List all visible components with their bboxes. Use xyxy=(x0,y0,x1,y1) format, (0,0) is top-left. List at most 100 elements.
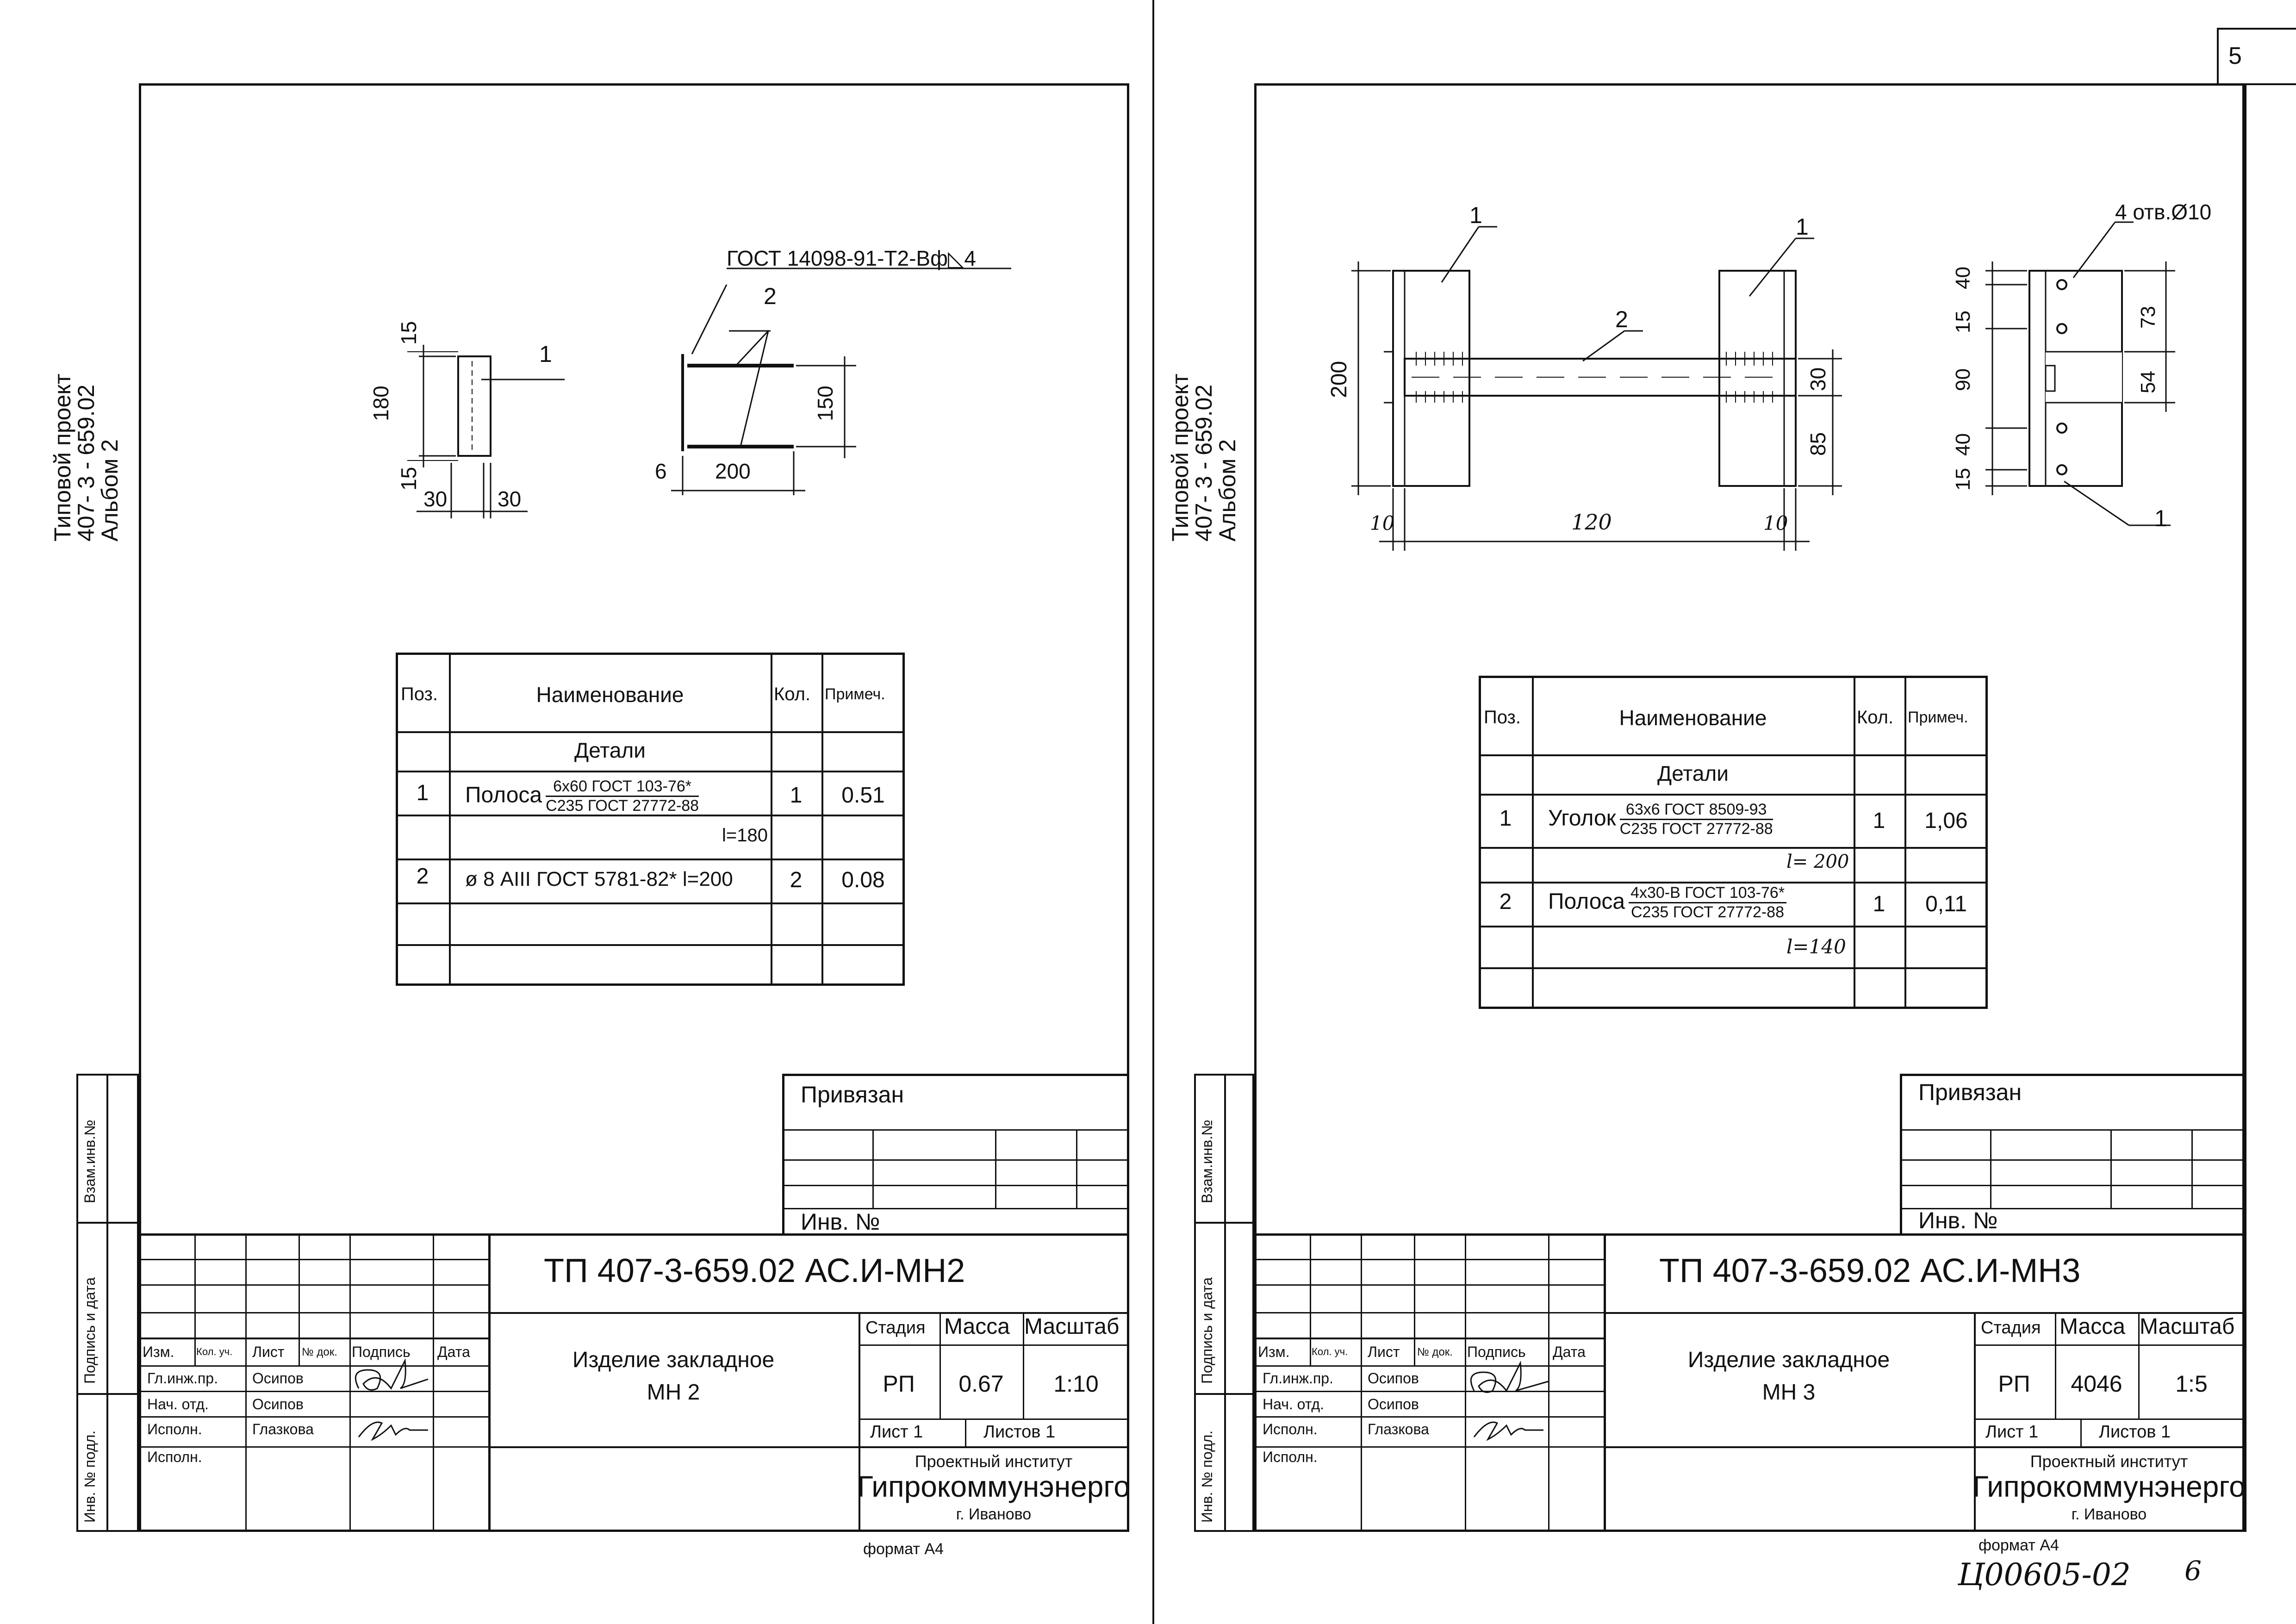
right-org-line1: Проектный институт xyxy=(2030,1452,2188,1471)
tb-col-data: Дата xyxy=(1553,1344,1586,1360)
right-pos-label-1c: 1 xyxy=(2154,505,2167,531)
right-mass-h: Масса xyxy=(2060,1314,2125,1339)
left-dim-30a: 30 xyxy=(423,487,448,511)
spec-header-name: Наименование xyxy=(536,683,684,707)
right-pos-label-2: 2 xyxy=(1615,306,1628,332)
right-org-line2: Гипрокоммунэнерго xyxy=(1972,1470,2246,1503)
right-product-line1: Изделие закладное xyxy=(1687,1348,1890,1372)
right-mass: 4046 xyxy=(2071,1371,2122,1397)
right-pos-label-1a: 1 xyxy=(1469,202,1482,228)
tb-role-1: Гл.инж.пр. xyxy=(1263,1370,1333,1387)
right-strip-bar xyxy=(1404,358,1797,397)
left-org-line3: г. Иваново xyxy=(956,1506,1032,1523)
right-stamp-sep2 xyxy=(1194,1393,1254,1395)
right-sheet: Лист 1 xyxy=(1985,1422,2039,1442)
left-dim-30b: 30 xyxy=(498,487,522,511)
left-stage-h: Стадия xyxy=(865,1318,926,1338)
weld-triangle-icon: ◺ xyxy=(947,246,964,270)
right-dim-10a: 10 xyxy=(1370,512,1395,535)
right-sheets: Листов 1 xyxy=(2099,1422,2171,1442)
spec-row1-pos: 1 xyxy=(416,781,429,805)
left-product-line2: МН 2 xyxy=(647,1380,700,1405)
spec-row2-note: 0.08 xyxy=(841,868,885,892)
right-scale-h: Масштаб xyxy=(2140,1314,2235,1339)
spec-header-qty: Кол. xyxy=(774,684,811,704)
tb-col-list: Лист xyxy=(252,1344,285,1360)
tb-name-3: Глазкова xyxy=(1368,1421,1429,1437)
left-stamp-sep2 xyxy=(76,1393,139,1395)
spec-header-pos: Поз. xyxy=(1484,707,1521,728)
right-dim-10b: 10 xyxy=(1763,512,1788,535)
tb-role-3: Исполн. xyxy=(147,1421,202,1437)
spec-row1-length: l=180 xyxy=(722,825,768,846)
left-frame xyxy=(139,83,1129,1532)
spec-header-pos: Поз. xyxy=(401,684,438,704)
tb-name-3: Глазкова xyxy=(252,1421,314,1437)
left-doc-code: ТП 407-3-659.02 АС.И-МН2 xyxy=(544,1252,965,1289)
spec-row2-note: 0,11 xyxy=(1925,892,1967,916)
tb-name-2: Осипов xyxy=(252,1396,304,1412)
tb-role-2: Нач. отд. xyxy=(147,1396,209,1412)
left-sheets: Листов 1 xyxy=(983,1422,1056,1442)
spec-row1-qty: 1 xyxy=(1873,809,1885,833)
right-scale: 1:5 xyxy=(2175,1371,2208,1397)
spec-row2-name: ø 8 АIII ГОСТ 5781-82* l=200 xyxy=(465,868,733,890)
tb-col-podpis: Подпись xyxy=(352,1344,411,1360)
spec-row1-note: 1,06 xyxy=(1924,809,1968,833)
left-mass: 0.67 xyxy=(958,1371,1004,1397)
right-stage-h: Стадия xyxy=(1981,1318,2041,1338)
spec-row2-pos: 2 xyxy=(416,864,429,889)
right-stamp-divider xyxy=(1224,1074,1226,1532)
tb-role-4: Исполн. xyxy=(1263,1449,1318,1465)
tb-col-doc: № док. xyxy=(302,1346,337,1358)
tb-role-3: Исполн. xyxy=(1263,1421,1318,1437)
spec-header-name: Наименование xyxy=(1619,706,1767,730)
tb-col-data: Дата xyxy=(437,1344,470,1360)
sheet-number-box-bottom xyxy=(2217,83,2296,85)
left-mass-h: Масса xyxy=(944,1314,1010,1339)
tb-col-list: Лист xyxy=(1368,1344,1400,1360)
right-angle-left xyxy=(1392,270,1470,487)
left-plate-1 xyxy=(457,355,492,457)
tb-col-izm: Изм. xyxy=(143,1344,174,1360)
tb-col-izm: Изм. xyxy=(1258,1344,1290,1360)
right-holes-note: 4 отв.Ø10 xyxy=(2115,200,2212,224)
right-product-line2: МН 3 xyxy=(1762,1380,1816,1405)
spec-row1-pos: 1 xyxy=(1499,806,1512,831)
left-format: формат А4 xyxy=(863,1540,944,1558)
handwritten-page: 6 xyxy=(2184,1555,2202,1587)
sheet-number: 5 xyxy=(2228,43,2242,69)
left-privyazan: Привязан xyxy=(801,1082,904,1108)
left-scale: 1:10 xyxy=(1053,1371,1099,1397)
left-inv: Инв. № xyxy=(801,1209,880,1235)
right-pos-label-1b: 1 xyxy=(1796,214,1809,240)
right-format: формат А4 xyxy=(1979,1537,2059,1554)
left-weld-note: ГОСТ 14098-91-Т2-Вф◺4 xyxy=(727,246,976,270)
spec-section: Детали xyxy=(1657,761,1729,785)
left-pos-label-2: 2 xyxy=(764,283,777,309)
right-doc-code: ТП 407-3-659.02 АС.И-МН3 xyxy=(1659,1252,2081,1289)
tb-name-2: Осипов xyxy=(1368,1396,1419,1412)
right-stamp-sep1 xyxy=(1194,1222,1254,1224)
tb-col-kol: Кол. уч. xyxy=(1312,1346,1348,1357)
tb-role-2: Нач. отд. xyxy=(1263,1396,1324,1412)
left-dim-200: 200 xyxy=(715,459,751,483)
tb-role-1: Гл.инж.пр. xyxy=(147,1370,218,1387)
right-privyazan: Привязан xyxy=(1918,1079,2022,1105)
right-org-line3: г. Иваново xyxy=(2071,1506,2147,1523)
tb-col-podpis: Подпись xyxy=(1467,1344,1526,1360)
spec-row2-qty: 1 xyxy=(1873,892,1885,916)
spec-row1-length: l= 200 xyxy=(1786,851,1849,872)
left-pos-label-1: 1 xyxy=(539,341,552,367)
left-scale-h: Масштаб xyxy=(1024,1314,1120,1339)
right-inv: Инв. № xyxy=(1918,1207,1998,1233)
spec-row1-note: 0.51 xyxy=(841,783,885,808)
left-org-line2: Гипрокоммунэнерго xyxy=(857,1470,1130,1503)
sheet-number-box-left xyxy=(2217,28,2219,83)
